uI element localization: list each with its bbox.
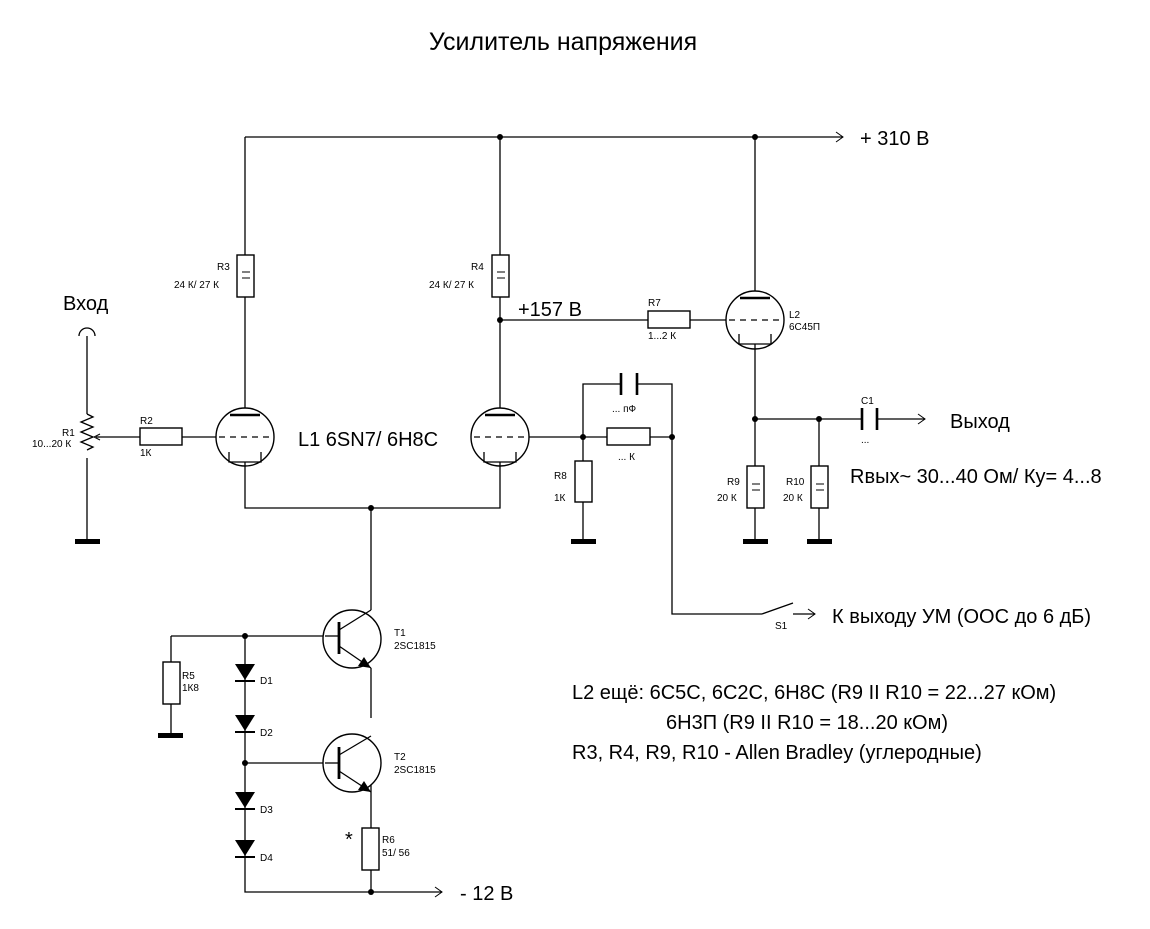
- t1-value: 2SC1815: [394, 641, 436, 652]
- node-157-label: +157 В: [518, 299, 582, 321]
- r3-value: 24 К/ 27 К: [174, 280, 219, 291]
- transistor-t2: T2 2SC1815: [322, 733, 436, 793]
- diode-d2: D2: [235, 715, 273, 739]
- resistor-r10: R10 20 К: [783, 465, 829, 509]
- resistor-r2: R2 1К: [139, 416, 183, 459]
- r9-value: 20 К: [717, 493, 737, 504]
- r4-value: 24 К/ 27 К: [429, 280, 474, 291]
- r8-value: 1К: [554, 493, 566, 504]
- r7-ref: R7: [648, 298, 661, 309]
- transistor-t1: T1 2SC1815: [322, 609, 436, 669]
- r6-ref: R6: [382, 835, 395, 846]
- d1-ref: D1: [260, 676, 273, 687]
- resistor-r1: R1 10...20 К: [32, 413, 101, 451]
- input-label: Вход: [63, 293, 109, 315]
- d2-ref: D2: [260, 728, 273, 739]
- r8-ref: R8: [554, 471, 567, 482]
- wires: [86, 136, 925, 893]
- resistor-r6: * R6 51/ 56: [345, 827, 410, 871]
- diode-d4: D4: [235, 840, 273, 864]
- resistor-r7: R7 1...2 К: [647, 298, 691, 342]
- switch-s1: S1: [761, 602, 794, 632]
- resistor-r5: R5 1К8: [162, 661, 199, 705]
- r3-ref: R3: [217, 262, 230, 273]
- feedback-label: К выходу УМ (ООС до 6 дБ): [832, 606, 1091, 628]
- tube-l1-left: [215, 407, 275, 467]
- t2-ref: T2: [394, 752, 406, 763]
- r1-ref: R1: [62, 428, 75, 439]
- rail-plus-label: + 310 В: [860, 128, 930, 150]
- tube-l1-label: L1 6SN7/ 6Н8С: [298, 429, 438, 451]
- output-label: Выход: [950, 411, 1010, 433]
- grounds: [75, 539, 832, 738]
- tube-l2: L2 6С45П: [725, 290, 820, 350]
- s1-ref: S1: [775, 621, 788, 632]
- resistor-r4: R4 24 К/ 27 К: [429, 254, 510, 298]
- l2-value: 6С45П: [789, 322, 820, 333]
- t1-ref: T1: [394, 628, 406, 639]
- note-rout: Rвых~ 30...40 Ом/ Ку= 4...8: [850, 466, 1102, 488]
- r5-value: 1К8: [182, 683, 199, 694]
- rfb-value: ... К: [618, 452, 635, 463]
- diagram-title: Усилитель напряжения: [429, 28, 697, 56]
- cfb-value: ... пФ: [612, 404, 637, 415]
- r5-ref: R5: [182, 671, 195, 682]
- terminals: [78, 131, 926, 898]
- resistor-r3: R3 24 К/ 27 К: [174, 254, 255, 298]
- r2-value: 1К: [140, 448, 152, 459]
- r7-value: 1...2 К: [648, 331, 676, 342]
- r4-ref: R4: [471, 262, 484, 273]
- capacitor-feedback: ... пФ: [612, 373, 639, 415]
- junctions: [242, 134, 822, 895]
- r2-ref: R2: [140, 416, 153, 427]
- capacitor-c1: C1 ...: [860, 396, 879, 446]
- tube-l1-right: [470, 407, 530, 467]
- r6-value: 51/ 56: [382, 848, 410, 859]
- resistor-r9: R9 20 К: [717, 465, 765, 509]
- note-line1: L2 ещё: 6С5С, 6С2С, 6Н8С (R9 II R10 = 22…: [572, 682, 1056, 704]
- rail-minus-label: - 12 В: [460, 883, 513, 905]
- c1-value: ...: [861, 435, 869, 446]
- r1-value: 10...20 К: [32, 439, 71, 450]
- note-line3: R3, R4, R9, R10 - Allen Bradley (углерод…: [572, 742, 982, 764]
- c1-ref: C1: [861, 396, 874, 407]
- r9-ref: R9: [727, 477, 740, 488]
- note-line2: 6Н3П (R9 II R10 = 18...20 кОм): [666, 712, 948, 734]
- r6-mark: *: [345, 829, 353, 851]
- d3-ref: D3: [260, 805, 273, 816]
- r10-ref: R10: [786, 477, 805, 488]
- diode-d3: D3: [235, 792, 273, 816]
- resistor-feedback: ... К: [606, 427, 651, 463]
- d4-ref: D4: [260, 853, 273, 864]
- r10-value: 20 К: [783, 493, 803, 504]
- l2-ref: L2: [789, 310, 801, 321]
- diode-d1: D1: [235, 664, 273, 687]
- t2-value: 2SC1815: [394, 765, 436, 776]
- resistor-r8: R8 1К: [554, 460, 593, 504]
